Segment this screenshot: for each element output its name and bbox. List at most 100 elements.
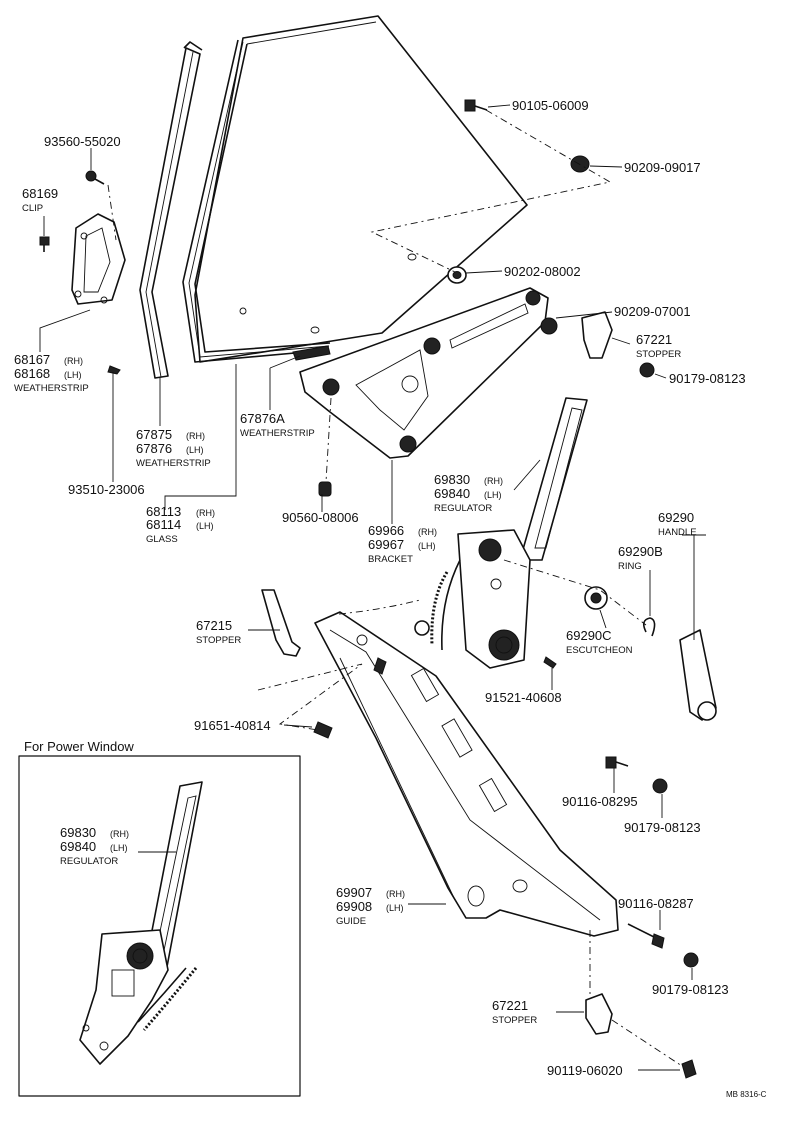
svg-text:(RH): (RH) [484, 476, 503, 486]
svg-text:WEATHERSTRIP: WEATHERSTRIP [240, 428, 315, 439]
window-guide-rail [314, 611, 619, 937]
svg-text:90179-08123: 90179-08123 [624, 820, 701, 835]
weatherstrip-piece-67876a [292, 345, 331, 361]
label-90209-07001: 90209-07001 [614, 304, 691, 319]
stopper-67221-low [585, 993, 613, 1035]
label-93510-23006: 93510-23006 [68, 482, 145, 497]
svg-text:(RH): (RH) [418, 527, 437, 537]
label-68113-glass: 68113 (RH) 68114 (LH) GLASS [146, 504, 215, 545]
power-window-regulator [79, 781, 203, 1065]
svg-text:WEATHERSTRIP: WEATHERSTRIP [136, 458, 211, 469]
label-90105-06009: 90105-06009 [512, 98, 589, 113]
svg-text:90119-06020: 90119-06020 [547, 1063, 623, 1078]
svg-text:(LH): (LH) [418, 541, 436, 551]
handle-ring [642, 617, 656, 637]
svg-text:69840: 69840 [60, 839, 96, 854]
svg-text:93560-55020: 93560-55020 [44, 134, 121, 149]
label-67875-weatherstrip: 67875 (RH) 67876 (LH) WEATHERSTRIP [136, 427, 211, 469]
diagram-code: MB 8316-C [726, 1090, 767, 1099]
svg-text:90560-08006: 90560-08006 [282, 510, 359, 525]
washer-90209-07001 [540, 317, 558, 335]
svg-text:(RH): (RH) [110, 829, 129, 839]
svg-text:(LH): (LH) [186, 445, 204, 455]
nut-90179-top [639, 362, 655, 378]
svg-text:WEATHERSTRIP: WEATHERSTRIP [14, 383, 89, 394]
svg-text:90209-07001: 90209-07001 [614, 304, 691, 319]
label-90179-08123-low: 90179-08123 [652, 982, 729, 997]
label-93560-55020: 93560-55020 [44, 134, 121, 149]
svg-text:68114: 68114 [146, 517, 181, 532]
escutcheon [584, 586, 608, 610]
bolt-90116-08287 [627, 923, 665, 949]
label-90202-08002: 90202-08002 [504, 264, 581, 279]
svg-text:69967: 69967 [368, 537, 404, 552]
label-69907-guide: 69907 (RH) 69908 (LH) GUIDE [336, 885, 405, 927]
label-69966-bracket: 69966 (RH) 69967 (LH) BRACKET [368, 523, 437, 565]
glass-run-weatherstrip [182, 39, 331, 363]
svg-text:90116-08287: 90116-08287 [618, 896, 694, 911]
svg-text:67875: 67875 [136, 427, 172, 442]
svg-text:RING: RING [618, 561, 642, 572]
label-91651-40814: 91651-40814 [194, 718, 271, 733]
svg-text:90116-08295: 90116-08295 [562, 794, 638, 809]
glass-bracket [299, 287, 549, 459]
nut-90179-mid [652, 778, 668, 794]
svg-text:HANDLE: HANDLE [658, 527, 697, 538]
svg-text:69830: 69830 [434, 472, 470, 487]
svg-text:69290B: 69290B [618, 544, 663, 559]
svg-text:(LH): (LH) [64, 370, 82, 380]
svg-text:69966: 69966 [368, 523, 404, 538]
svg-text:90179-08123: 90179-08123 [652, 982, 729, 997]
label-67221-stopper-low: 67221 STOPPER [492, 998, 537, 1026]
svg-text:68168: 68168 [14, 366, 50, 381]
bolt-91651 [313, 721, 333, 739]
inset-title: For Power Window [24, 739, 134, 754]
svg-text:93510-23006: 93510-23006 [68, 482, 145, 497]
screw-93560 [85, 170, 105, 185]
svg-text:REGULATOR: REGULATOR [60, 856, 118, 867]
label-67876a-weatherstrip: 67876A WEATHERSTRIP [240, 411, 315, 439]
screw-93510 [107, 365, 121, 375]
door-glass [194, 15, 528, 363]
svg-text:67876A: 67876A [240, 411, 285, 426]
svg-text:67221: 67221 [636, 332, 672, 347]
weatherstrip-bracket-68167 [71, 213, 126, 305]
label-69830-regulator: 69830 (RH) 69840 (LH) REGULATOR [434, 472, 503, 514]
svg-text:90179-08123: 90179-08123 [669, 371, 746, 386]
bolt-90119 [681, 1059, 697, 1079]
svg-text:91651-40814: 91651-40814 [194, 718, 271, 733]
svg-text:91521-40608: 91521-40608 [485, 690, 562, 705]
leader-lines [39, 104, 706, 1071]
svg-text:STOPPER: STOPPER [196, 635, 241, 646]
bolt-90116-08295 [605, 756, 629, 769]
label-69290b-ring: 69290B RING [618, 544, 663, 572]
window-handle [679, 629, 717, 721]
svg-text:90105-06009: 90105-06009 [512, 98, 589, 113]
label-90116-08295: 90116-08295 [562, 794, 638, 809]
svg-text:67876: 67876 [136, 441, 172, 456]
label-90209-09017: 90209-09017 [624, 160, 701, 175]
escutcheon-small [414, 620, 430, 636]
label-90119-06020: 90119-06020 [547, 1063, 623, 1078]
svg-text:(RH): (RH) [186, 431, 205, 441]
washer-90209-09017 [570, 155, 590, 173]
svg-text:BRACKET: BRACKET [368, 554, 413, 565]
label-69290-handle: 69290 HANDLE [658, 510, 697, 538]
svg-text:(RH): (RH) [64, 356, 83, 366]
svg-text:69290: 69290 [658, 510, 694, 525]
label-90179-08123-top: 90179-08123 [669, 371, 746, 386]
stopper-67221-top [581, 311, 613, 359]
label-91521-40608: 91521-40608 [485, 690, 562, 705]
svg-text:69908: 69908 [336, 899, 372, 914]
svg-text:GLASS: GLASS [146, 534, 178, 545]
label-68167-weatherstrip: 68167 (RH) 68168 (LH) WEATHERSTRIP [14, 352, 89, 394]
svg-text:(LH): (LH) [484, 490, 502, 500]
svg-text:(RH): (RH) [196, 508, 215, 518]
svg-text:68169: 68169 [22, 186, 58, 201]
label-90116-08287: 90116-08287 [618, 896, 694, 911]
svg-text:67215: 67215 [196, 618, 232, 633]
label-69290c-escutcheon: 69290C ESCUTCHEON [566, 628, 633, 656]
label-67215-stopper: 67215 STOPPER [196, 618, 241, 646]
bolt-90105 [464, 99, 488, 112]
